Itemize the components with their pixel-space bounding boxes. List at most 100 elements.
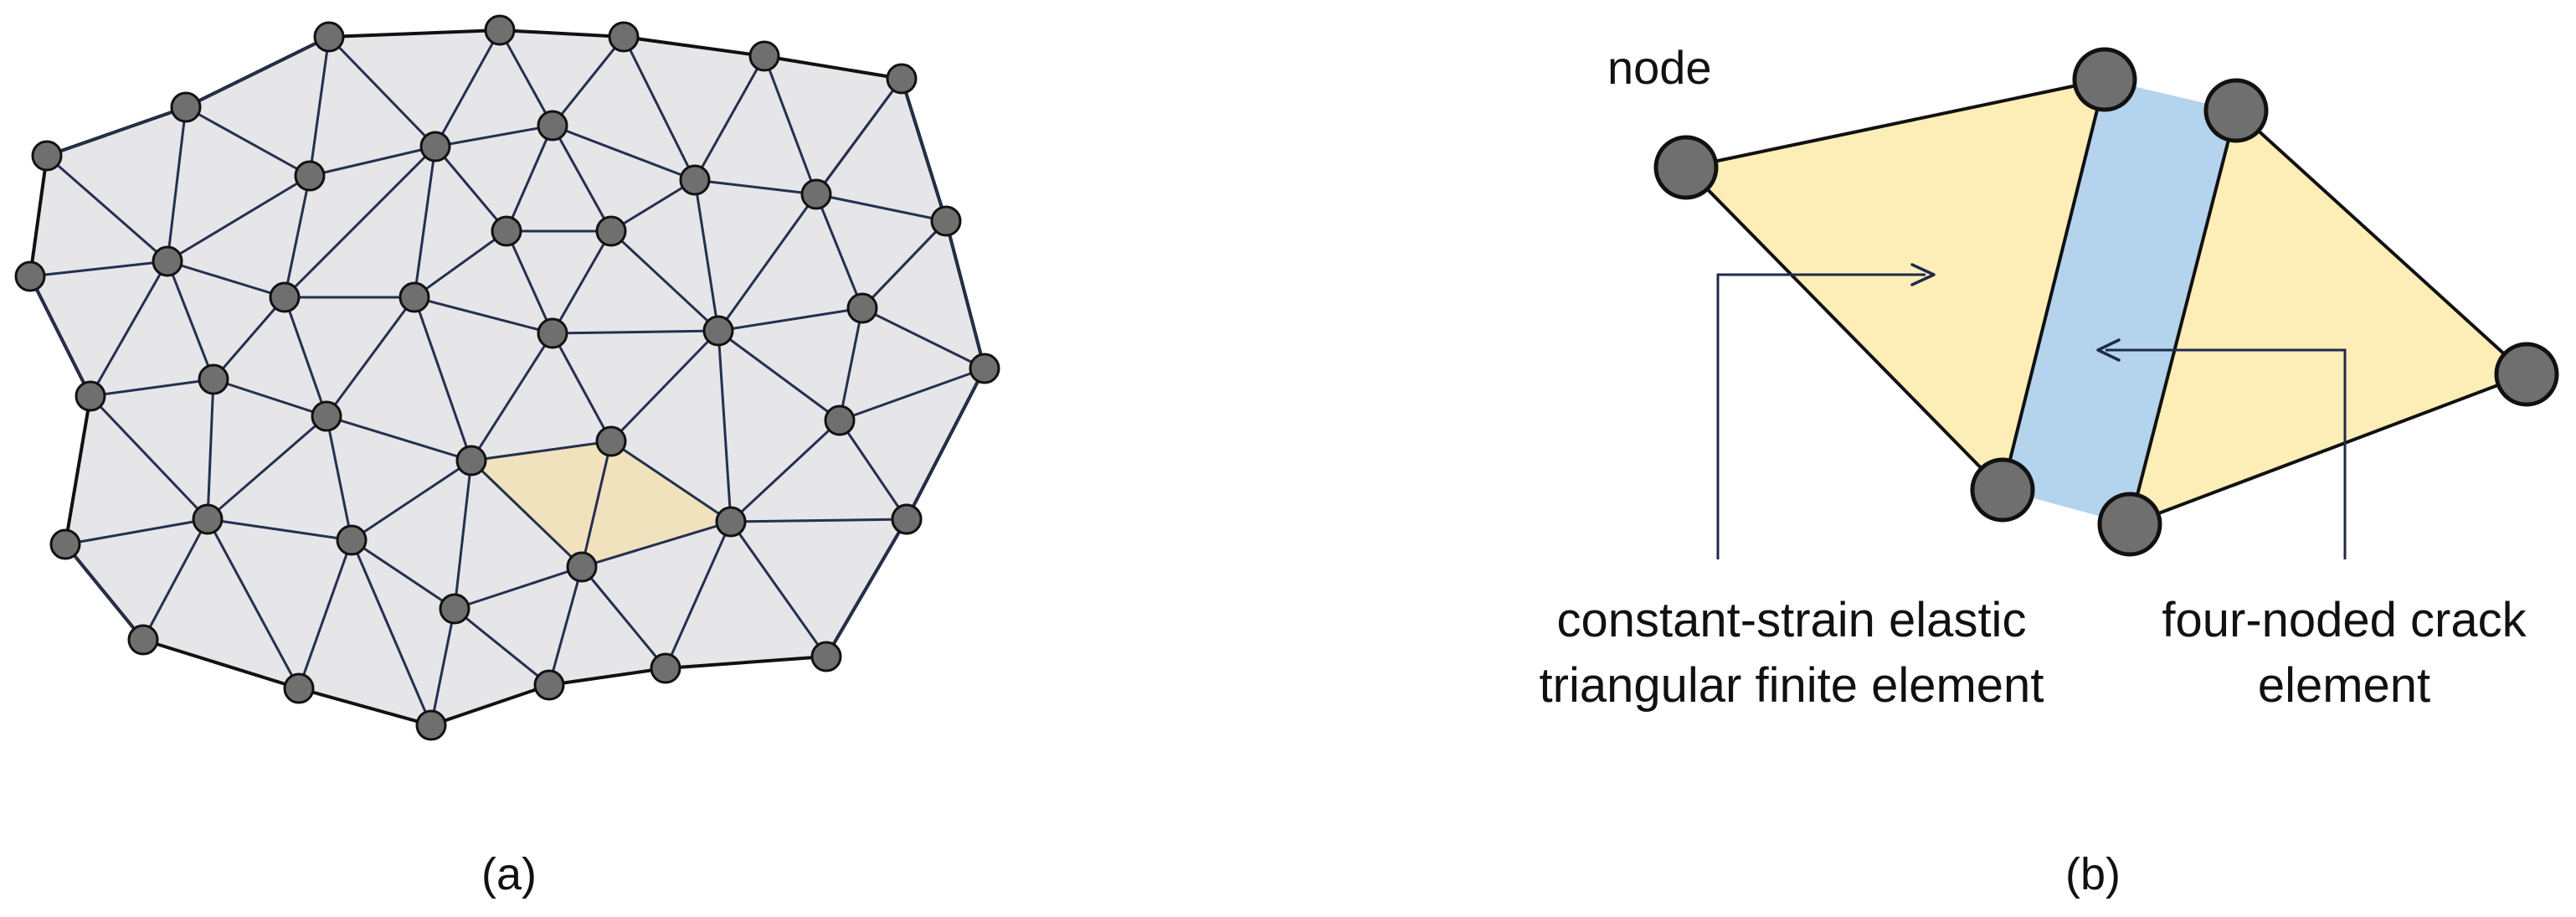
mesh-edge — [717, 329, 841, 422]
mesh-edge — [505, 125, 554, 232]
mesh-node — [283, 672, 315, 704]
mesh-edge — [166, 106, 188, 262]
mesh-edge — [414, 229, 507, 299]
mesh-edge — [89, 260, 169, 397]
mesh-edge — [429, 608, 456, 726]
mesh-edge — [453, 460, 473, 610]
mesh-node — [484, 14, 516, 46]
mesh-node — [566, 551, 598, 583]
crack-label-line2: element — [2258, 658, 2430, 713]
mesh-edge — [944, 220, 986, 369]
mesh-nodes — [14, 14, 1000, 741]
mesh-edge — [207, 415, 327, 521]
mesh-edge — [717, 330, 733, 523]
mesh-node — [650, 652, 681, 684]
mesh-node — [748, 40, 780, 72]
mesh-node — [702, 315, 734, 347]
mesh-edge — [166, 260, 215, 380]
crack-element — [2003, 80, 2236, 524]
mesh-edge — [693, 55, 766, 181]
mesh-edge — [815, 78, 903, 195]
mesh-edge — [693, 179, 720, 332]
mesh-node — [846, 292, 878, 324]
mesh-edge — [861, 307, 985, 370]
mesh-edge — [206, 518, 301, 689]
mesh-edge — [326, 415, 472, 462]
mesh-edge — [413, 146, 437, 298]
mesh-edge — [185, 106, 311, 178]
mesh-edge — [580, 566, 667, 669]
mesh-node — [715, 506, 747, 538]
mesh-edge — [730, 518, 908, 523]
mesh-edge — [167, 260, 285, 299]
caption-b: (b) — [2065, 849, 2121, 899]
mesh-edge — [64, 544, 145, 641]
node-b1 — [1653, 135, 1719, 200]
highlight-quad — [471, 441, 731, 567]
triangle-label-line1: constant-strain elastic — [1557, 593, 2027, 647]
mesh-edge — [283, 175, 311, 298]
mesh-node — [192, 503, 224, 535]
mesh-edge — [28, 276, 92, 397]
mesh-node — [75, 380, 106, 412]
mesh-edge — [207, 518, 352, 542]
mesh-edge — [838, 420, 908, 520]
mesh-edge — [434, 29, 501, 147]
mesh-edge — [717, 193, 818, 332]
mesh-edge — [610, 178, 696, 233]
mesh-node — [336, 524, 368, 556]
mesh-edge — [609, 229, 720, 332]
mesh-edge — [325, 296, 416, 417]
mesh-edge — [29, 260, 168, 278]
mesh-edge — [838, 307, 864, 421]
mesh-edge — [470, 440, 612, 462]
mesh-node — [269, 281, 301, 313]
mesh-edge — [664, 521, 733, 669]
mesh-edge — [167, 174, 311, 263]
mesh-edge — [308, 36, 331, 177]
mesh-node — [398, 281, 430, 313]
node-label: node — [1607, 41, 1712, 94]
mesh-edge — [309, 145, 436, 178]
mesh-edge — [454, 565, 583, 610]
mesh-edge — [213, 378, 327, 418]
mesh-node — [198, 363, 229, 395]
mesh-edge — [454, 607, 550, 687]
triangle-leader-line — [1716, 273, 1926, 559]
mesh-edge — [297, 539, 353, 689]
left-triangle-element — [1684, 78, 2106, 492]
mesh-edge — [470, 459, 584, 569]
mesh-edge — [351, 538, 455, 610]
mesh-node — [891, 503, 923, 535]
mesh-node — [533, 669, 565, 701]
mesh-node — [595, 215, 627, 247]
mesh-node — [810, 641, 842, 672]
panel-b-elements: node constant-strain elastic triangular … — [1540, 41, 2559, 899]
crack-leader-line — [2106, 348, 2347, 559]
node-b3 — [2203, 78, 2269, 143]
mesh-edge — [729, 521, 828, 657]
crack-label-line1: four-noded crack — [2162, 593, 2527, 647]
mesh-node — [439, 593, 470, 625]
mesh-node — [969, 353, 1000, 384]
node-b4 — [2494, 342, 2559, 407]
mesh-edges — [28, 29, 986, 726]
mesh-edge — [825, 518, 908, 657]
mesh-node — [537, 317, 568, 349]
mesh-edge — [90, 378, 214, 398]
mesh-edge — [815, 193, 947, 223]
mesh-edge — [900, 78, 948, 222]
mesh-edge — [905, 368, 986, 520]
mesh-node — [537, 110, 568, 142]
mesh-node — [800, 178, 832, 210]
mesh-edge — [89, 394, 209, 521]
mesh-node — [294, 160, 326, 192]
mesh-node — [311, 400, 342, 432]
mesh-edge — [64, 518, 208, 546]
mesh-node — [170, 91, 202, 123]
mesh-edge — [434, 124, 553, 148]
mesh-node — [455, 445, 487, 477]
mesh-edge — [552, 329, 719, 335]
mesh-edge — [283, 296, 328, 417]
